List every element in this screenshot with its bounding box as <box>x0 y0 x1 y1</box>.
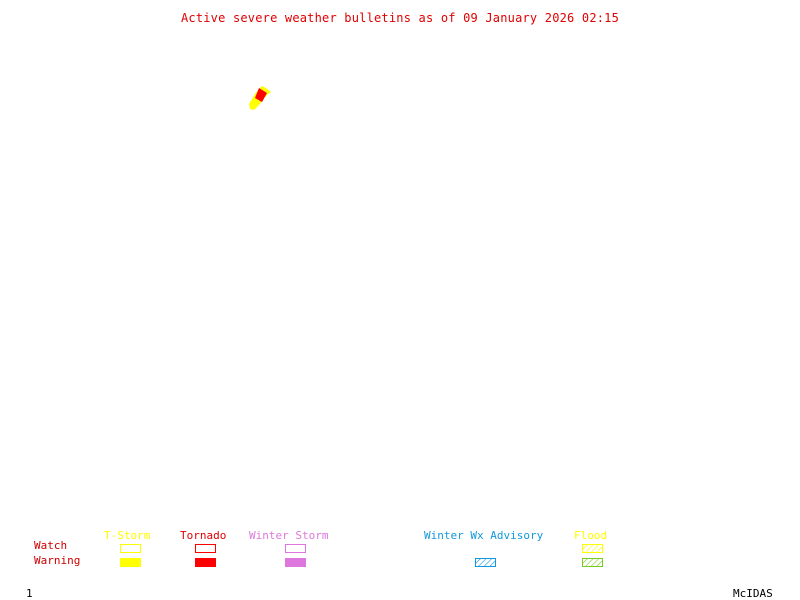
brand-label: McIDAS <box>733 587 773 600</box>
frame-number: 1 <box>26 587 33 600</box>
legend-label-flood: Flood <box>574 529 608 542</box>
legend-label-winter-wx-advisory: Winter Wx Advisory <box>424 529 544 542</box>
legend-label-winter-storm: Winter Storm <box>249 529 329 542</box>
bulletin-title: Active severe weather bulletins as of 09… <box>180 11 620 25</box>
legend-label-tornado: Tornado <box>180 529 227 542</box>
legend-row-warning: Warning <box>34 554 81 567</box>
flood-warning-swatch <box>582 558 603 567</box>
flood-watch-swatch <box>582 544 603 553</box>
tstorm-warning-swatch <box>120 558 141 567</box>
tornado-watch-swatch <box>195 544 216 553</box>
tornado-warning-area[interactable] <box>255 88 267 102</box>
legend-row-watch: Watch <box>34 539 68 552</box>
legend-label-tstorm: T-Storm <box>104 529 151 542</box>
winter-storm-watch-swatch <box>285 544 306 553</box>
tornado-warning-swatch <box>195 558 216 567</box>
winter-storm-warning-swatch <box>285 558 306 567</box>
tstorm-watch-swatch <box>120 544 141 553</box>
winter-wx-advisory-swatch <box>475 558 496 567</box>
